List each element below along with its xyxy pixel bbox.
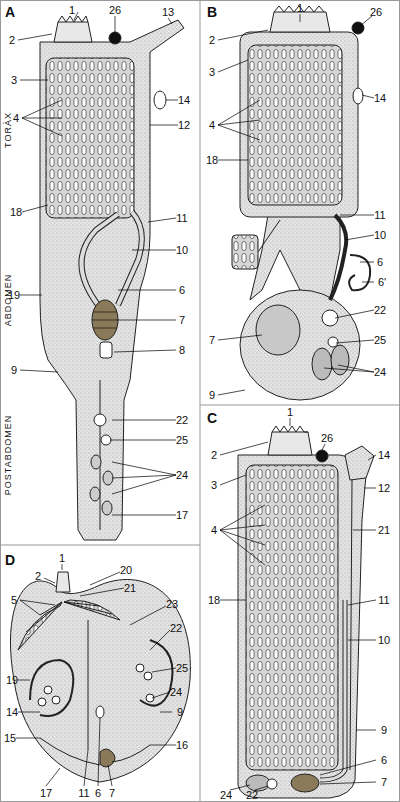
callout-number: 14 [178, 94, 190, 106]
callout-number: 6 [377, 256, 383, 268]
panel-letter: D [5, 554, 15, 566]
callout-number: 3 [11, 74, 17, 86]
region-label: POSTABDOMEN [2, 415, 14, 495]
callout-number: 4 [13, 112, 19, 124]
callout-number: 22 [176, 414, 188, 426]
callout-number: 3 [211, 479, 217, 491]
callout-number: 2 [9, 34, 15, 46]
callout-number: 1 [287, 406, 293, 418]
callout-number: 22 [246, 789, 258, 801]
callout-number: 21 [124, 582, 136, 594]
callout-number: 10 [176, 244, 188, 256]
callout-number: 17 [176, 509, 188, 521]
callout-number: 3 [209, 66, 215, 78]
callout-number: 13 [162, 6, 174, 18]
callout-number: 22 [170, 622, 182, 634]
callout-number: 7 [209, 334, 215, 346]
callout-number: 14 [6, 706, 18, 718]
callout-number: 6 [95, 787, 101, 799]
callout-number: 9 [381, 724, 387, 736]
callout-number: 9 [209, 389, 215, 401]
callout-number: 10 [378, 634, 390, 646]
region-label: TORÀX [2, 112, 14, 148]
callout-number: 18 [10, 206, 22, 218]
callout-number: 21 [378, 524, 390, 536]
callout-number: 19 [6, 674, 18, 686]
callout-number: 11 [176, 212, 187, 224]
callout-number: 24 [170, 686, 182, 698]
callout-number: 26 [321, 432, 333, 444]
callout-number: 8 [179, 344, 185, 356]
callout-number: 7 [179, 314, 185, 326]
callout-number: 24 [374, 366, 386, 378]
callout-number: 20 [120, 564, 132, 576]
region-label: ABDOMEN [2, 274, 14, 327]
callout-number: 17 [40, 787, 52, 799]
callout-number: 12 [178, 119, 190, 131]
callout-number: 22 [374, 304, 386, 316]
callout-number: 5 [11, 594, 17, 606]
callout-number: 9 [177, 706, 183, 718]
callout-number: 16 [176, 739, 188, 751]
callout-number: 15 [4, 732, 16, 744]
callout-number: 2 [209, 34, 215, 46]
callout-number: 18 [208, 594, 220, 606]
panel-letter: C [207, 412, 217, 424]
callout-number: 14 [374, 92, 386, 104]
callout-number: 26 [109, 4, 121, 16]
callout-number: 12 [378, 482, 390, 494]
callout-number: 2 [211, 449, 217, 461]
callout-number: 11 [78, 787, 89, 799]
callout-number: 1 [69, 4, 75, 16]
callout-number: 6 [381, 754, 387, 766]
callout-number: 4 [209, 119, 215, 131]
callout-number: 24 [176, 469, 188, 481]
callout-number: 2 [35, 570, 41, 582]
callout-number: 1 [297, 2, 303, 14]
callout-number: 7 [109, 787, 115, 799]
panel-letter: B [207, 6, 217, 18]
callout-number: 25 [176, 434, 188, 446]
callout-number: 1 [59, 552, 65, 564]
callout-number: 4 [211, 524, 217, 536]
panel-letter: A [5, 6, 15, 18]
callout-number: 6 [179, 284, 185, 296]
callout-number: 25 [176, 662, 188, 674]
callout-number: 7 [381, 776, 387, 788]
callout-number: 14 [378, 449, 390, 461]
callout-number: 18 [206, 154, 218, 166]
callout-number: 11 [378, 594, 389, 606]
callout-number: 6' [378, 276, 386, 288]
callout-number: 9 [11, 364, 17, 376]
callout-number: 10 [374, 229, 386, 241]
callout-number: 23 [166, 598, 178, 610]
callout-number: 26 [370, 6, 382, 18]
callout-number: 24 [220, 789, 232, 801]
callout-number: 11 [374, 209, 385, 221]
callout-number: 25 [374, 334, 386, 346]
